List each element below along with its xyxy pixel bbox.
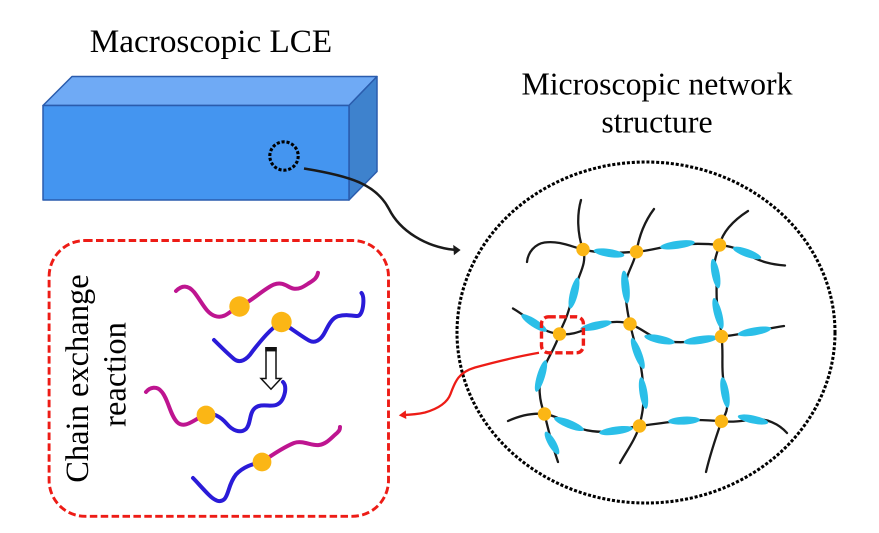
svg-text:Chain exchange reaction: Chain exchange reaction (60, 266, 134, 483)
svg-text:Microscopic network: Microscopic network (521, 67, 792, 102)
svg-text:Macroscopic LCE: Macroscopic LCE (90, 23, 332, 60)
svg-text:structure: structure (601, 105, 712, 140)
